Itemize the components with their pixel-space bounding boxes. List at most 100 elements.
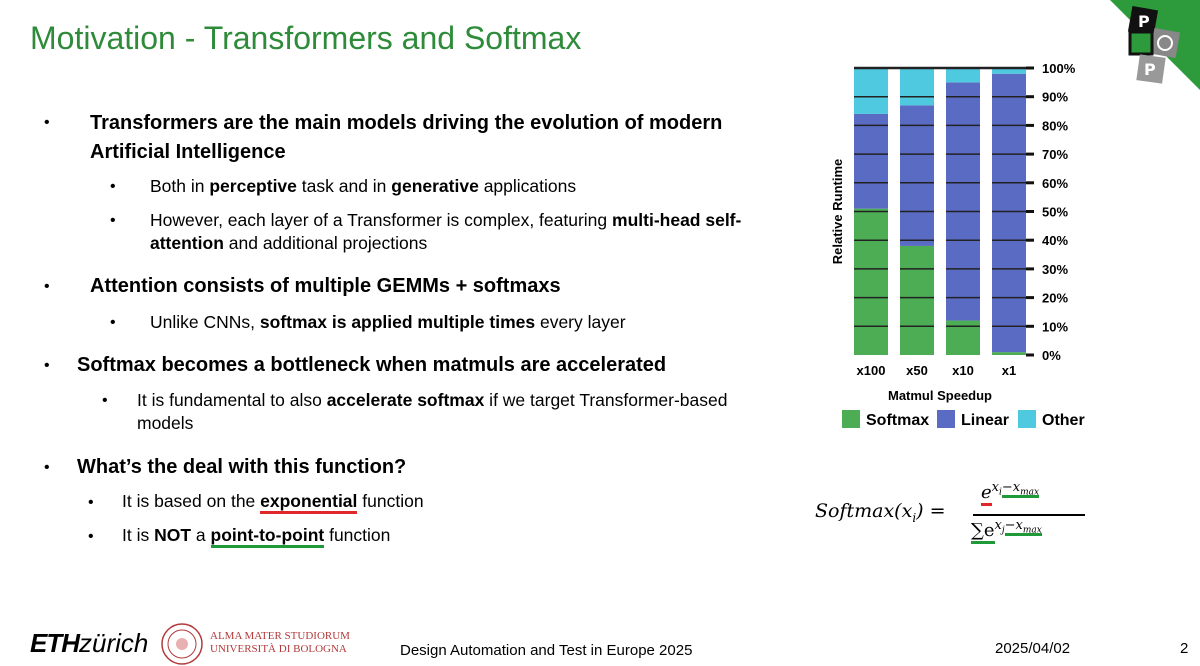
bold-text: accelerate softmax bbox=[326, 390, 485, 410]
slide-title: Motivation - Transformers and Softmax bbox=[30, 20, 582, 56]
unibo-line-2: UNIVERSITÀ DI BOLOGNA bbox=[210, 643, 347, 655]
formula-underlined: ∑e bbox=[971, 520, 995, 544]
bullet-4-sub-1: It is based on the exponential function bbox=[122, 487, 424, 515]
bullet-3-sub-1: It is fundamental to also accelerate sof… bbox=[137, 386, 727, 414]
text-run: applications bbox=[478, 176, 577, 196]
legend-swatch-other bbox=[1018, 410, 1036, 428]
x-axis-title: Matmul Speedup bbox=[888, 388, 992, 403]
conference-name: Design Automation and Test in Europe 202… bbox=[400, 642, 693, 659]
svg-text:P: P bbox=[1144, 60, 1156, 79]
bullet-1-sub-2-line-2: attention and additional projections bbox=[150, 229, 427, 257]
bold-text: softmax is applied multiple times bbox=[259, 312, 536, 332]
y-tick-label: 90% bbox=[1042, 90, 1068, 105]
sub-bullet-dot: • bbox=[88, 528, 94, 545]
text-run: Unlike CNNs, bbox=[150, 312, 260, 332]
bullet-dot: • bbox=[44, 357, 50, 374]
legend-item-linear: Linear bbox=[937, 410, 1009, 430]
bold-text: attention bbox=[150, 233, 224, 253]
formula-text: −x bbox=[1004, 518, 1023, 533]
bullet-3-sub-1-line-2: models bbox=[137, 413, 194, 433]
formula-text: j bbox=[1001, 525, 1005, 536]
y-tick-label: 0% bbox=[1042, 348, 1061, 363]
x-tick-label: x100 bbox=[857, 363, 886, 378]
unibo-text: ALMA MATER STUDIORUM UNIVERSITÀ DI BOLOG… bbox=[210, 630, 350, 656]
eth-logo-bold: ETH bbox=[30, 628, 80, 658]
text-run: However, each layer of a Transformer is … bbox=[150, 210, 613, 230]
text-run: It is fundamental to also bbox=[137, 390, 327, 410]
underlined-bold-text: point-to-point bbox=[210, 525, 325, 548]
formula-underlined: −xmax bbox=[1001, 480, 1040, 498]
underlined-bold-text: exponential bbox=[260, 491, 358, 514]
formula-text: −x bbox=[1001, 480, 1021, 495]
bullet-1-line-2: Artificial Intelligence bbox=[90, 141, 286, 163]
bar-other-x1 bbox=[992, 68, 1026, 74]
text-run: task and in bbox=[296, 176, 392, 196]
bar-linear-x50 bbox=[900, 105, 934, 246]
formula-text: i bbox=[912, 510, 917, 525]
y-tick-label: 60% bbox=[1042, 176, 1068, 191]
legend-swatch-linear bbox=[937, 410, 955, 428]
y-tick-label: 10% bbox=[1042, 319, 1068, 334]
unibo-line-1: ALMA MATER STUDIORUM bbox=[210, 630, 350, 642]
formula-text: ) = bbox=[916, 500, 946, 522]
unibo-seal-icon bbox=[161, 623, 203, 665]
bullet-dot: • bbox=[44, 278, 50, 295]
eth-logo-italic: zürich bbox=[79, 628, 149, 658]
bold-text: multi-head self- bbox=[612, 210, 742, 230]
formula-underlined: −xmax bbox=[1004, 518, 1042, 536]
bullet-3: Softmax becomes a bottleneck when matmul… bbox=[77, 354, 667, 376]
legend-label: Linear bbox=[961, 412, 1010, 429]
bullet-1-line-1: Transformers are the main models driving… bbox=[90, 112, 723, 134]
formula-exponent: xj−xmax bbox=[995, 518, 1042, 536]
bold-text: generative bbox=[391, 176, 479, 196]
text-run: function bbox=[357, 491, 424, 511]
sub-bullet-dot: • bbox=[88, 494, 94, 511]
formula-text: Softmax(x bbox=[815, 500, 913, 522]
text-run: a bbox=[191, 525, 211, 545]
formula-text: e bbox=[981, 482, 992, 506]
bar-linear-x1 bbox=[992, 73, 1026, 353]
text-run: every layer bbox=[535, 312, 626, 332]
formula-text: max bbox=[1022, 525, 1042, 536]
page-number: 2 bbox=[1180, 640, 1189, 657]
formula-text: x bbox=[991, 480, 999, 495]
text-run: and additional projections bbox=[223, 233, 428, 253]
softmax-formula: Softmax(xi) = exi−xmax ∑exj−xmax bbox=[815, 480, 1085, 550]
bullet-dot: • bbox=[44, 459, 50, 476]
bar-softmax-x100 bbox=[854, 208, 888, 355]
text-run: It is bbox=[122, 525, 155, 545]
x-tick-label: x50 bbox=[906, 363, 928, 378]
bar-other-x100 bbox=[854, 68, 888, 114]
y-axis-title: Relative Runtime bbox=[830, 159, 845, 264]
x-tick-label: x10 bbox=[952, 363, 974, 378]
sub-bullet-dot: • bbox=[102, 392, 108, 409]
bold-text: NOT bbox=[154, 525, 192, 545]
text-run: function bbox=[324, 525, 391, 545]
slide-date: 2025/04/02 bbox=[995, 640, 1071, 657]
legend-label: Other bbox=[1042, 412, 1085, 429]
formula-text: max bbox=[1020, 487, 1040, 498]
legend-item-softmax: Softmax bbox=[842, 410, 929, 430]
bullet-dot: • bbox=[44, 114, 50, 131]
legend-swatch-softmax bbox=[842, 410, 860, 428]
bold-text: perceptive bbox=[209, 176, 297, 196]
y-tick-label: 50% bbox=[1042, 205, 1068, 220]
bullet-4-sub-2: It is NOT a point-to-point function bbox=[122, 521, 390, 549]
bullet-1-sub-2: However, each layer of a Transformer is … bbox=[150, 206, 741, 234]
text-run: It is based on the bbox=[122, 491, 261, 511]
x-tick-label: x1 bbox=[1002, 363, 1016, 378]
bullet-2: Attention consists of multiple GEMMs + s… bbox=[90, 275, 561, 297]
svg-text:P: P bbox=[1138, 12, 1150, 31]
formula-text: ∑e bbox=[971, 520, 995, 541]
y-tick-label: 100% bbox=[1042, 61, 1076, 76]
formula-denominator: ∑exj−xmax bbox=[971, 518, 1042, 544]
legend-item-other: Other bbox=[1018, 410, 1085, 430]
bullet-4: What’s the deal with this function? bbox=[77, 456, 407, 478]
bar-other-x50 bbox=[900, 68, 934, 106]
sub-bullet-dot: • bbox=[110, 178, 116, 195]
bar-softmax-x1 bbox=[992, 352, 1026, 355]
formula-lhs: Softmax(xi) = bbox=[815, 500, 946, 525]
y-tick-label: 40% bbox=[1042, 233, 1068, 248]
y-tick-label: 80% bbox=[1042, 118, 1068, 133]
